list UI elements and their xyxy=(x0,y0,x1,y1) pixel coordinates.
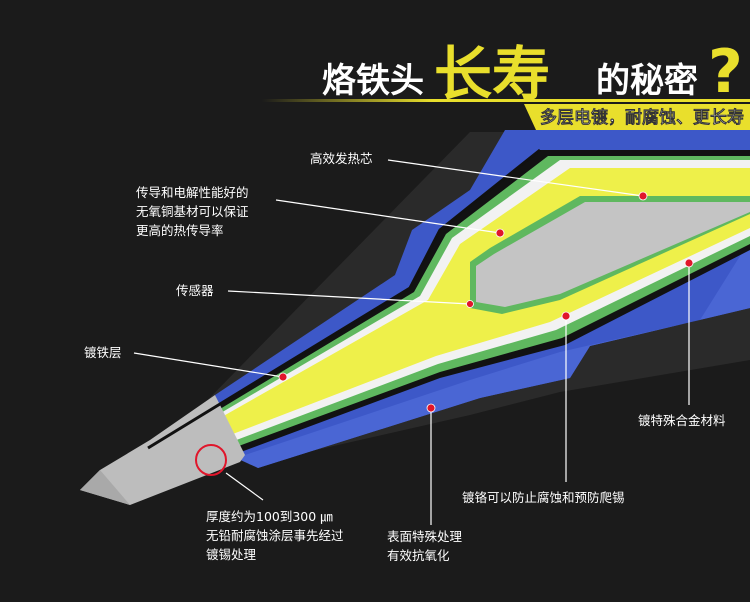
subtitle: 多层电镀，耐腐蚀、更长寿 xyxy=(540,107,744,128)
label-surface-line1: 表面特殊处理 xyxy=(387,529,463,544)
title-question-mark: ? xyxy=(708,37,743,107)
callout-line-iron xyxy=(133,352,284,378)
label-core: 高效发热芯 xyxy=(310,151,373,166)
title-part1: 烙铁头 xyxy=(322,61,424,101)
label-surface-line2: 有效抗氧化 xyxy=(387,548,450,563)
callout-line-base xyxy=(275,199,501,234)
callout-line-core xyxy=(387,159,644,197)
label-alloy: 镀特殊合金材料 xyxy=(638,413,726,428)
thickness-highlight-circle xyxy=(195,444,227,476)
callout-line-thickness xyxy=(225,472,264,501)
label-thickness-line2: 无铅耐腐蚀涂层事先经过 xyxy=(206,528,344,543)
tip-cap-face xyxy=(80,470,130,505)
callout-markers xyxy=(278,191,694,413)
marker-core xyxy=(638,191,648,201)
label-chrome: 镀铬可以防止腐蚀和预防爬锡 xyxy=(462,490,625,505)
label-base-line3: 更高的热传导率 xyxy=(136,223,224,238)
label-base-line1: 传导和电解性能好的 xyxy=(136,185,249,200)
marker-iron xyxy=(278,372,288,382)
labels: 高效发热芯 传导和电解性能好的 无氧铜基材可以保证 更高的热传导率 传感器 镀铁… xyxy=(84,151,726,563)
tip-inner-edge xyxy=(147,148,541,450)
heating-core xyxy=(476,202,750,307)
outer-blue-lower-band xyxy=(236,240,750,468)
label-thickness-line3: 镀锡处理 xyxy=(206,547,257,562)
tip-cap xyxy=(80,395,245,505)
marker-base xyxy=(495,228,505,238)
label-base-line2: 无氧铜基材可以保证 xyxy=(136,204,249,219)
callouts xyxy=(133,159,690,525)
soldering-tip xyxy=(80,130,750,505)
marker-sensor xyxy=(466,300,474,308)
marker-chrome xyxy=(561,311,571,321)
title-part2: 长寿 xyxy=(434,40,550,108)
title-part3: 的秘密 xyxy=(596,61,698,101)
callout-line-sensor xyxy=(227,290,471,305)
subtitle-banner xyxy=(524,104,750,130)
title-block: 烙铁头 长寿 的秘密 ? 多层电镀，耐腐蚀、更长寿 xyxy=(262,37,750,134)
label-sensor: 传感器 xyxy=(176,283,214,298)
label-iron-layer: 镀铁层 xyxy=(84,345,122,360)
marker-surface xyxy=(426,403,436,413)
marker-alloy xyxy=(684,258,694,268)
label-thickness-line1: 厚度约为100到300 ㎛ xyxy=(206,509,333,524)
title-underline xyxy=(262,99,750,102)
